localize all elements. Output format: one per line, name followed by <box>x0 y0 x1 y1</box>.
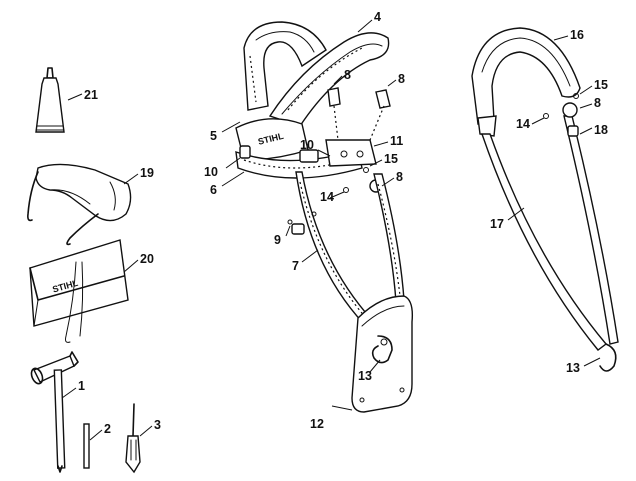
label-part-7: 7 <box>292 259 299 273</box>
label-part-13-a: 13 <box>358 369 372 383</box>
label-part-14-a: 14 <box>320 190 334 204</box>
label-part-3: 3 <box>154 418 161 432</box>
label-part-16: 16 <box>570 28 584 42</box>
pin-illustration <box>83 423 90 469</box>
label-part-18: 18 <box>594 123 608 137</box>
label-part-10-a: 10 <box>204 165 218 179</box>
label-part-19: 19 <box>140 166 154 180</box>
double-harness-illustration: STIHL <box>235 21 414 413</box>
label-part-9: 9 <box>274 233 281 247</box>
label-part-5: 5 <box>210 129 217 143</box>
label-part-2: 2 <box>104 422 111 436</box>
label-part-21: 21 <box>84 88 98 102</box>
label-part-4: 4 <box>374 10 381 24</box>
label-part-20: 20 <box>140 252 154 266</box>
shoulder-strap-illustration <box>471 27 619 372</box>
label-part-15-b: 15 <box>594 78 608 92</box>
safety-glasses-illustration <box>27 163 132 246</box>
label-part-10-b: 10 <box>300 138 314 152</box>
callout-labels: 21 19 20 1 2 3 4 5 6 7 8 8 8 8 9 10 10 1… <box>78 10 608 436</box>
label-part-12: 12 <box>310 417 324 431</box>
grease-tube-illustration <box>35 67 65 133</box>
screwdriver-illustration <box>125 403 141 474</box>
label-part-8-b: 8 <box>398 72 405 86</box>
label-part-1: 1 <box>78 379 85 393</box>
label-part-15-a: 15 <box>384 152 398 166</box>
label-part-14-b: 14 <box>516 117 530 131</box>
callout-leaders <box>61 19 601 441</box>
tool-pouch-illustration: STIHL <box>29 239 129 343</box>
label-part-8-d: 8 <box>594 96 601 110</box>
combination-wrench-illustration <box>30 351 79 473</box>
label-part-17: 17 <box>490 217 504 231</box>
label-part-11: 11 <box>390 134 403 148</box>
label-part-6: 6 <box>210 183 217 197</box>
label-part-8-a: 8 <box>344 68 351 82</box>
label-part-8-c: 8 <box>396 170 403 184</box>
label-part-13-b: 13 <box>566 361 580 375</box>
